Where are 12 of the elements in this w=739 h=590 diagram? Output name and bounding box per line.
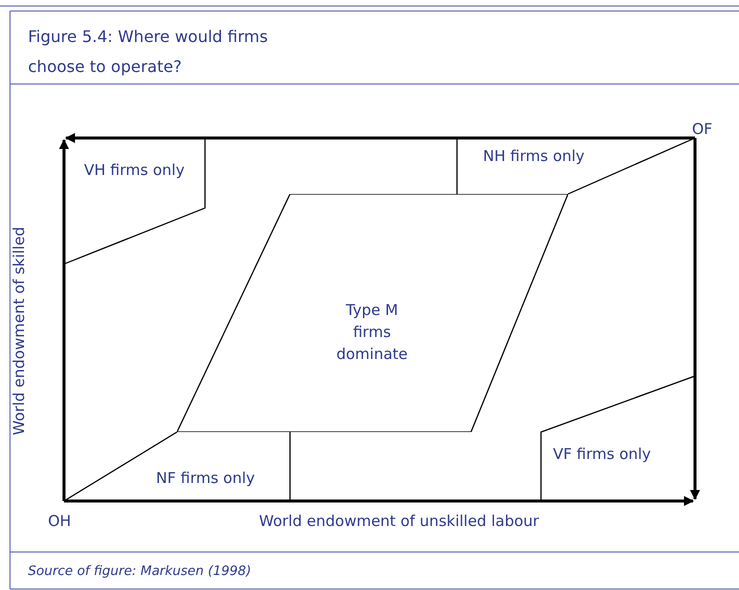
corner-label: OH [48, 512, 72, 530]
region-label: NF firms only [156, 469, 255, 487]
source-caption: Source of figure: Markusen (1998) [28, 563, 252, 581]
region-label: Type M firms dominate [335, 300, 409, 365]
region-label: VF firms only [553, 445, 651, 463]
corner-label: OF [692, 120, 712, 138]
parallelogram-region [177, 194, 568, 432]
axis-title: World endowment of unskilled labour [259, 512, 539, 530]
figure-title: Figure 5.4: Where would firms choose to operate? [28, 26, 269, 78]
axis-title: World endowment of skilled [10, 226, 28, 436]
region-label: VH firms only [84, 161, 185, 179]
region-label: NH firms only [483, 147, 585, 165]
